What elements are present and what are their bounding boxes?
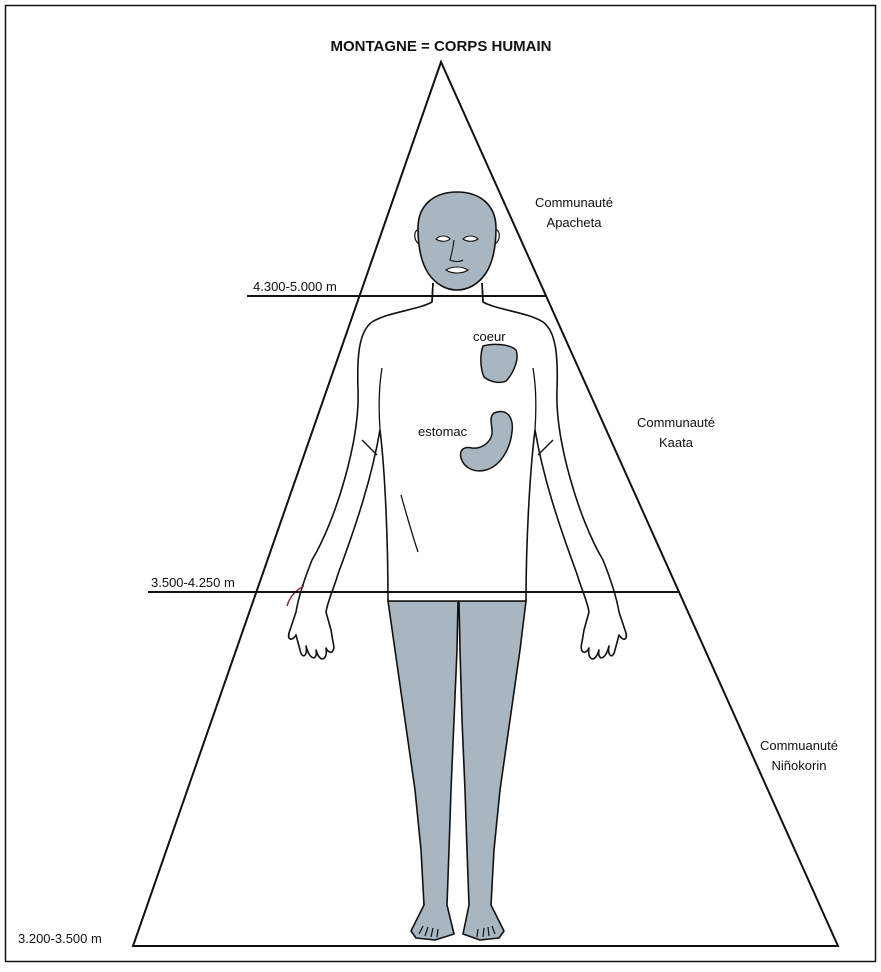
left-leg <box>388 601 458 940</box>
community-bottom-line2: Niñokorin <box>772 758 827 773</box>
community-bottom-line1: Commuanuté <box>760 738 838 753</box>
stomach-label: estomac <box>418 424 468 439</box>
left-eye <box>436 236 450 241</box>
community-middle-line2: Kaata <box>659 435 694 450</box>
altitude-label-bottom: 3.200-3.500 m <box>18 931 102 946</box>
altitude-label-middle: 3.500-4.250 m <box>151 575 235 590</box>
right-leg <box>459 601 526 940</box>
community-top-line1: Communauté <box>535 195 613 210</box>
mouth <box>446 267 468 273</box>
head <box>418 192 496 290</box>
heart-label: coeur <box>473 329 506 344</box>
community-middle-line1: Communauté <box>637 415 715 430</box>
community-top-line2: Apacheta <box>547 215 603 230</box>
altitude-label-top: 4.300-5.000 m <box>253 279 337 294</box>
diagram-title: MONTAGNE = CORPS HUMAIN <box>331 38 552 55</box>
human-body <box>287 192 626 940</box>
right-eye <box>463 236 478 241</box>
